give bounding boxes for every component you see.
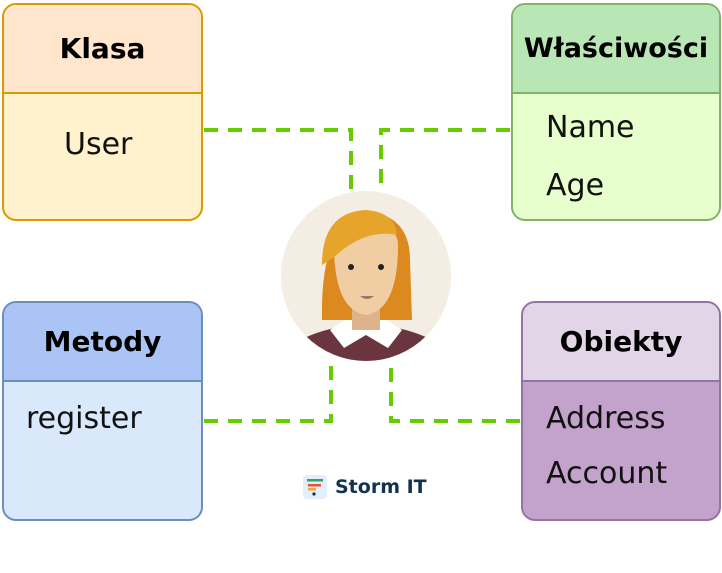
avatar (281, 191, 451, 361)
connector-wlasciwosci (379, 128, 510, 190)
metody-item: register (26, 401, 142, 436)
metody-box: Metody register (2, 301, 203, 521)
obiekty-item: Account (546, 456, 668, 491)
wlasciwosci-title: Właściwości (513, 5, 719, 94)
obiekty-title: Obiekty (523, 303, 719, 382)
klasa-title: Klasa (4, 5, 201, 94)
klasa-box: Klasa User (2, 3, 203, 221)
obiekty-box: Obiekty Address Account (521, 301, 721, 521)
wlasciwosci-item: Age (546, 168, 605, 203)
wlasciwosci-box: Właściwości Name Age (511, 3, 721, 221)
klasa-item: User (64, 127, 133, 162)
obiekty-item: Address (546, 401, 666, 436)
metody-title: Metody (4, 303, 201, 382)
connector-obiekty (389, 362, 520, 423)
connector-klasa (204, 128, 353, 190)
logo-text: Storm IT (335, 476, 427, 498)
connector-metody (204, 362, 333, 423)
wlasciwosci-item: Name (546, 110, 635, 145)
storm-it-logo: Storm IT (303, 475, 427, 499)
storm-logo-icon (303, 475, 327, 499)
